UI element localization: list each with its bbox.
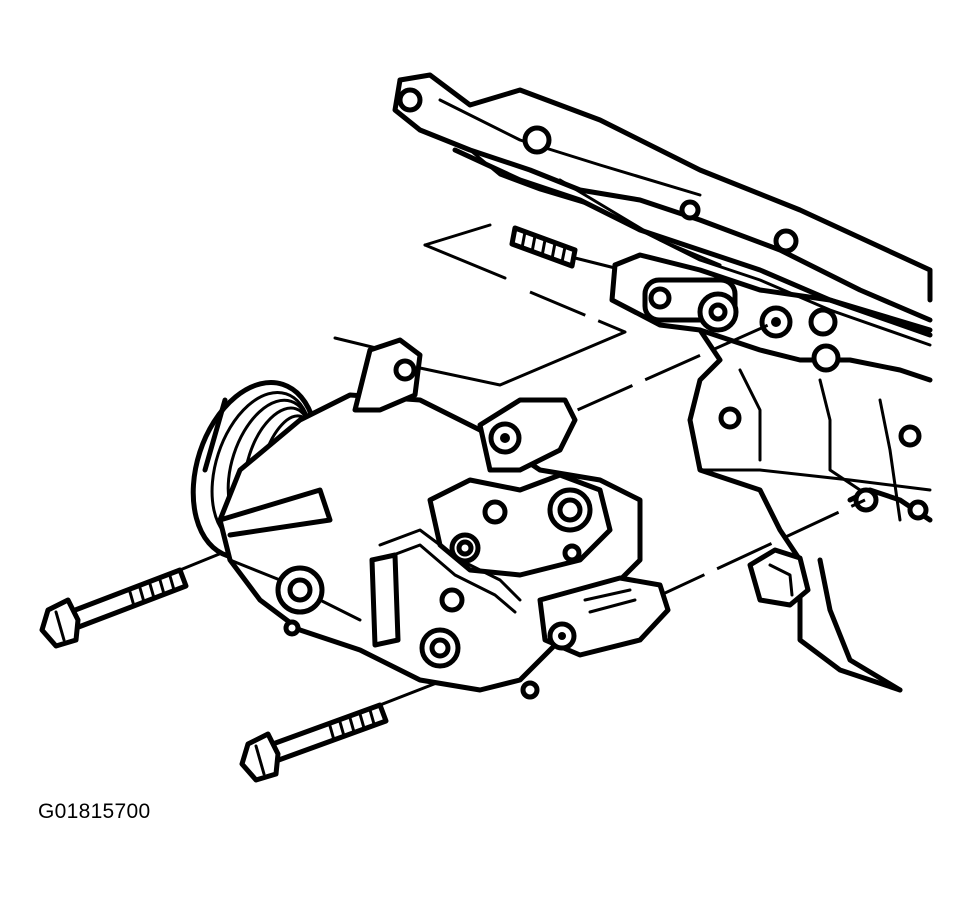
wiring-harness-connector [509,225,617,270]
mounting-bolt-lower [239,702,389,783]
figure-id-label: G01815700 [38,800,151,823]
ac-compressor [190,337,671,700]
mounting-bolt-upper [39,567,189,649]
engine-block [392,72,933,693]
